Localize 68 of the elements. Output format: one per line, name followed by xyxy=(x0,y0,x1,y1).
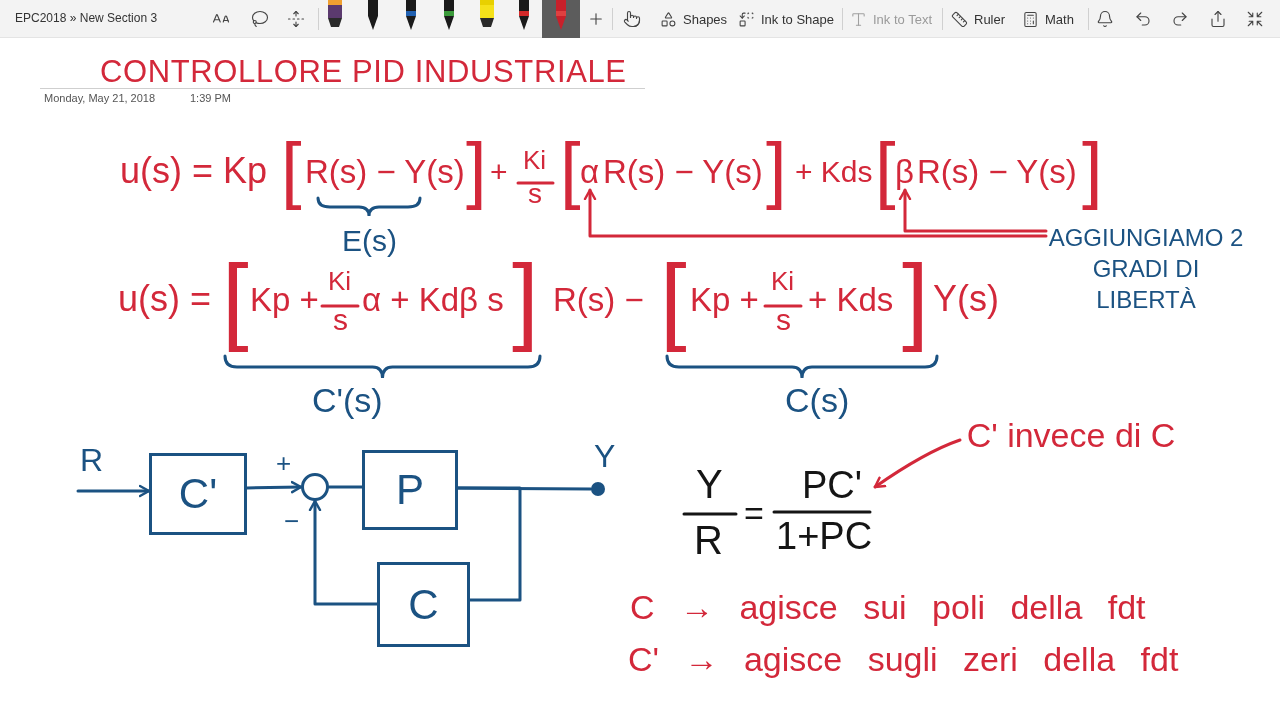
arrow xyxy=(245,480,303,494)
ink-to-text-button: Ink to Text xyxy=(850,8,932,30)
bracket: [ xyxy=(281,127,302,213)
bracket: [ xyxy=(875,127,896,213)
fraction-denominator: s xyxy=(776,305,791,335)
equation-term: u(s) = Kp xyxy=(120,153,268,189)
signal-label: Y xyxy=(594,440,616,472)
fraction-numerator: Ki xyxy=(523,147,547,173)
fraction-denominator: 1+PC xyxy=(776,517,873,555)
equation-term: Y(s) xyxy=(933,281,999,317)
controller-block: C xyxy=(377,562,470,647)
time-text: 1:39 PM xyxy=(190,93,231,104)
shapes-button: Shapes xyxy=(660,8,728,30)
fraction-numerator: PC' xyxy=(802,466,863,504)
bracket: ] xyxy=(1082,127,1103,213)
date-text: Monday, May 21, 2018 xyxy=(44,93,156,104)
fraction-denominator: s xyxy=(333,305,348,335)
controller-block: C' xyxy=(149,453,247,535)
equation-term: Kp + xyxy=(690,283,759,316)
annotation-note: C' invece di C xyxy=(960,413,1182,453)
ink-to-shape-button: Ink to Shape xyxy=(738,8,834,30)
brace-label: C(s) xyxy=(785,383,850,417)
equation-term: u(s) = xyxy=(118,281,212,317)
fraction-numerator: Ki xyxy=(328,268,352,294)
equals-sign: = xyxy=(744,496,764,530)
note-text: C' → agisce sugli zeri della fdt xyxy=(628,642,1179,676)
note-text: C → agisce sui poli della fdt xyxy=(630,590,1146,624)
bracket: ] xyxy=(766,127,787,213)
sign-label: − xyxy=(284,508,300,534)
equation-term: R(s) − Y(s) xyxy=(603,155,763,188)
arrow xyxy=(76,484,151,498)
plant-block: P xyxy=(362,450,458,530)
arrow xyxy=(898,188,1048,233)
greek-symbol: β xyxy=(895,155,915,190)
brace-label: E(s) xyxy=(342,226,397,256)
plus-sign: + xyxy=(490,157,508,187)
sign-label: + xyxy=(276,450,292,476)
bracket: ] xyxy=(902,244,929,354)
equation-term: α + Kdβ s xyxy=(362,283,504,316)
brace-label: C'(s) xyxy=(312,383,383,417)
notebook-breadcrumb: EPC2018 » New Section 3 xyxy=(15,12,158,24)
arrow xyxy=(873,438,962,489)
ruler-button: Ruler xyxy=(951,8,1006,30)
fraction-denominator: R xyxy=(694,520,723,560)
annotation-note: AGGIUNGIAMO 2 GRADI DI LIBERTÀ xyxy=(1046,222,1246,316)
equation-term: R(s) − xyxy=(553,283,644,316)
greek-symbol: α xyxy=(580,155,600,190)
bracket: ] xyxy=(466,127,487,213)
equation-term: + Kds xyxy=(795,157,873,187)
bracket: [ xyxy=(222,244,249,354)
connector-line xyxy=(327,485,364,489)
equation-term: R(s) − Y(s) xyxy=(917,155,1077,188)
arrow xyxy=(308,499,379,606)
equation-term: + Kds xyxy=(808,283,894,316)
connector-line xyxy=(456,486,522,602)
page-title: CONTROLLORE PID INDUSTRIALE xyxy=(100,56,627,87)
equation-term: R(s) − Y(s) xyxy=(305,155,465,188)
bracket: [ xyxy=(560,127,581,213)
bracket: ] xyxy=(512,244,539,354)
math-button: Math xyxy=(1022,8,1074,30)
fraction-denominator: s xyxy=(528,180,542,208)
signal-label: R xyxy=(80,444,104,476)
arrow xyxy=(583,188,1048,238)
fraction-numerator: Y xyxy=(696,464,723,504)
bracket: [ xyxy=(660,244,687,354)
fraction-numerator: Ki xyxy=(771,268,795,294)
summing-junction xyxy=(301,473,329,501)
equation-term: Kp + xyxy=(250,283,319,316)
